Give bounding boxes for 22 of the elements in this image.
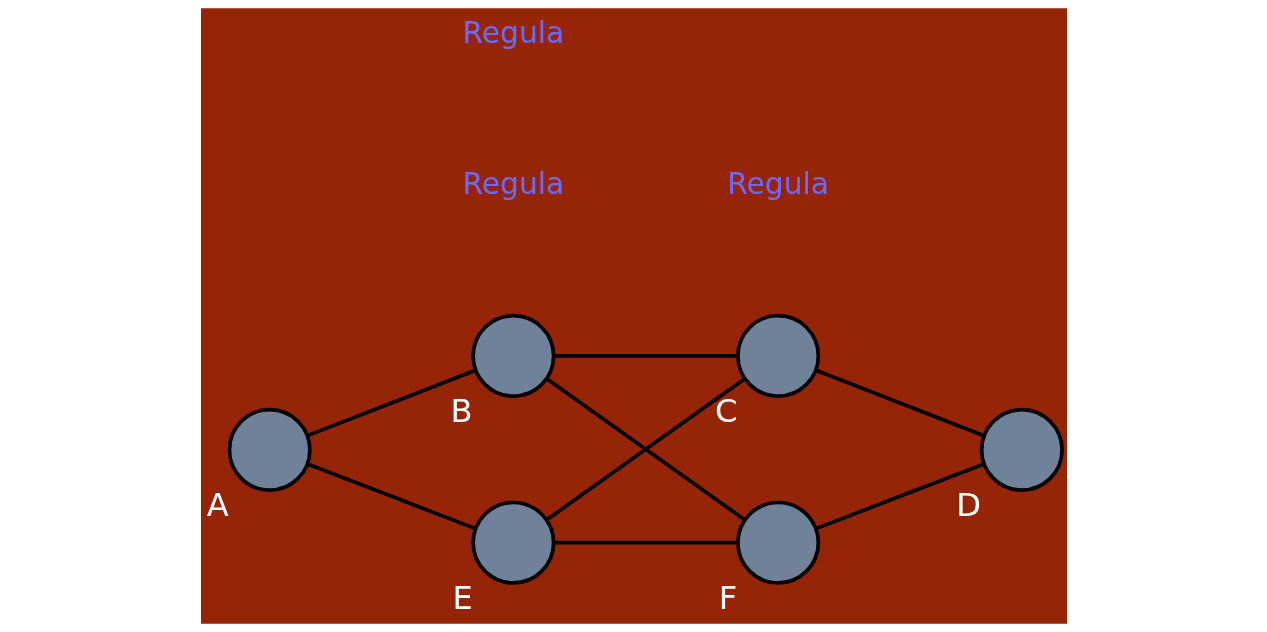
node-label: E	[451, 578, 473, 617]
connector	[814, 462, 985, 531]
node-circle	[735, 313, 820, 398]
label: Regula	[462, 166, 564, 202]
connector	[553, 354, 738, 358]
node-label: D	[955, 485, 981, 524]
node-circle	[470, 313, 555, 398]
node-label: B	[449, 391, 472, 430]
label: Regula	[462, 15, 564, 51]
node-label: A	[206, 485, 229, 524]
node-circle	[979, 407, 1064, 492]
connector	[553, 540, 738, 545]
label: Regula	[726, 166, 829, 202]
connector	[306, 462, 476, 531]
node-label: F	[718, 578, 737, 617]
connector	[814, 368, 985, 438]
node-circle	[227, 407, 312, 492]
connector	[306, 368, 476, 438]
node-circle	[470, 500, 555, 585]
node-circle	[735, 500, 820, 585]
connector	[545, 377, 746, 522]
node-label: C	[714, 391, 737, 430]
